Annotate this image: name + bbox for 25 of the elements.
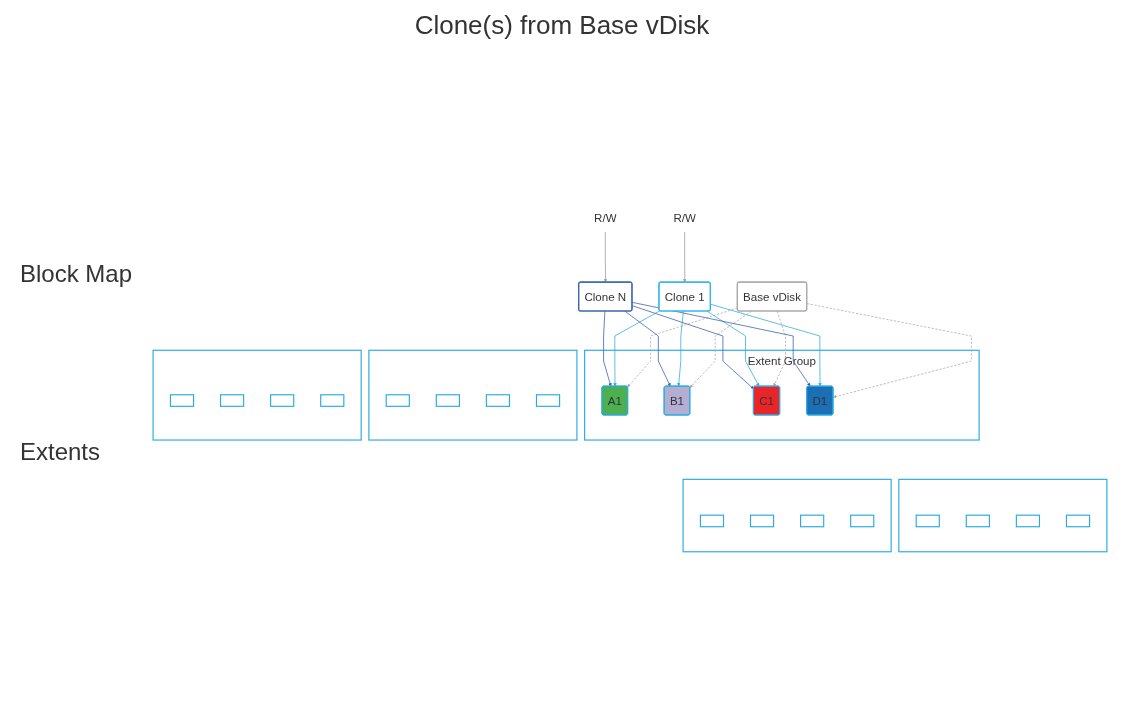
node-box xyxy=(435,394,460,407)
cluster xyxy=(898,478,1108,553)
node-box xyxy=(749,514,775,528)
node-box xyxy=(915,514,940,528)
node-box xyxy=(270,394,295,407)
node-box xyxy=(800,514,825,528)
node-box xyxy=(169,394,195,407)
node-box xyxy=(320,394,345,407)
node-box xyxy=(1015,514,1041,528)
side-label: Extents xyxy=(20,438,102,466)
cluster xyxy=(682,478,892,553)
node-text: R/W xyxy=(673,211,696,224)
node-box xyxy=(850,514,875,528)
node-text: R/W xyxy=(594,211,617,224)
node-box xyxy=(535,394,561,407)
node-box xyxy=(385,394,410,407)
node-box xyxy=(965,514,990,528)
diagram-title: Clone(s) from Base vDisk xyxy=(413,10,711,41)
side-label: Block Map xyxy=(20,260,134,288)
node-box xyxy=(485,394,511,407)
node-box xyxy=(1065,514,1091,528)
node-box xyxy=(699,514,725,528)
cluster xyxy=(368,349,578,441)
node-box xyxy=(219,394,245,407)
cluster xyxy=(152,349,362,441)
